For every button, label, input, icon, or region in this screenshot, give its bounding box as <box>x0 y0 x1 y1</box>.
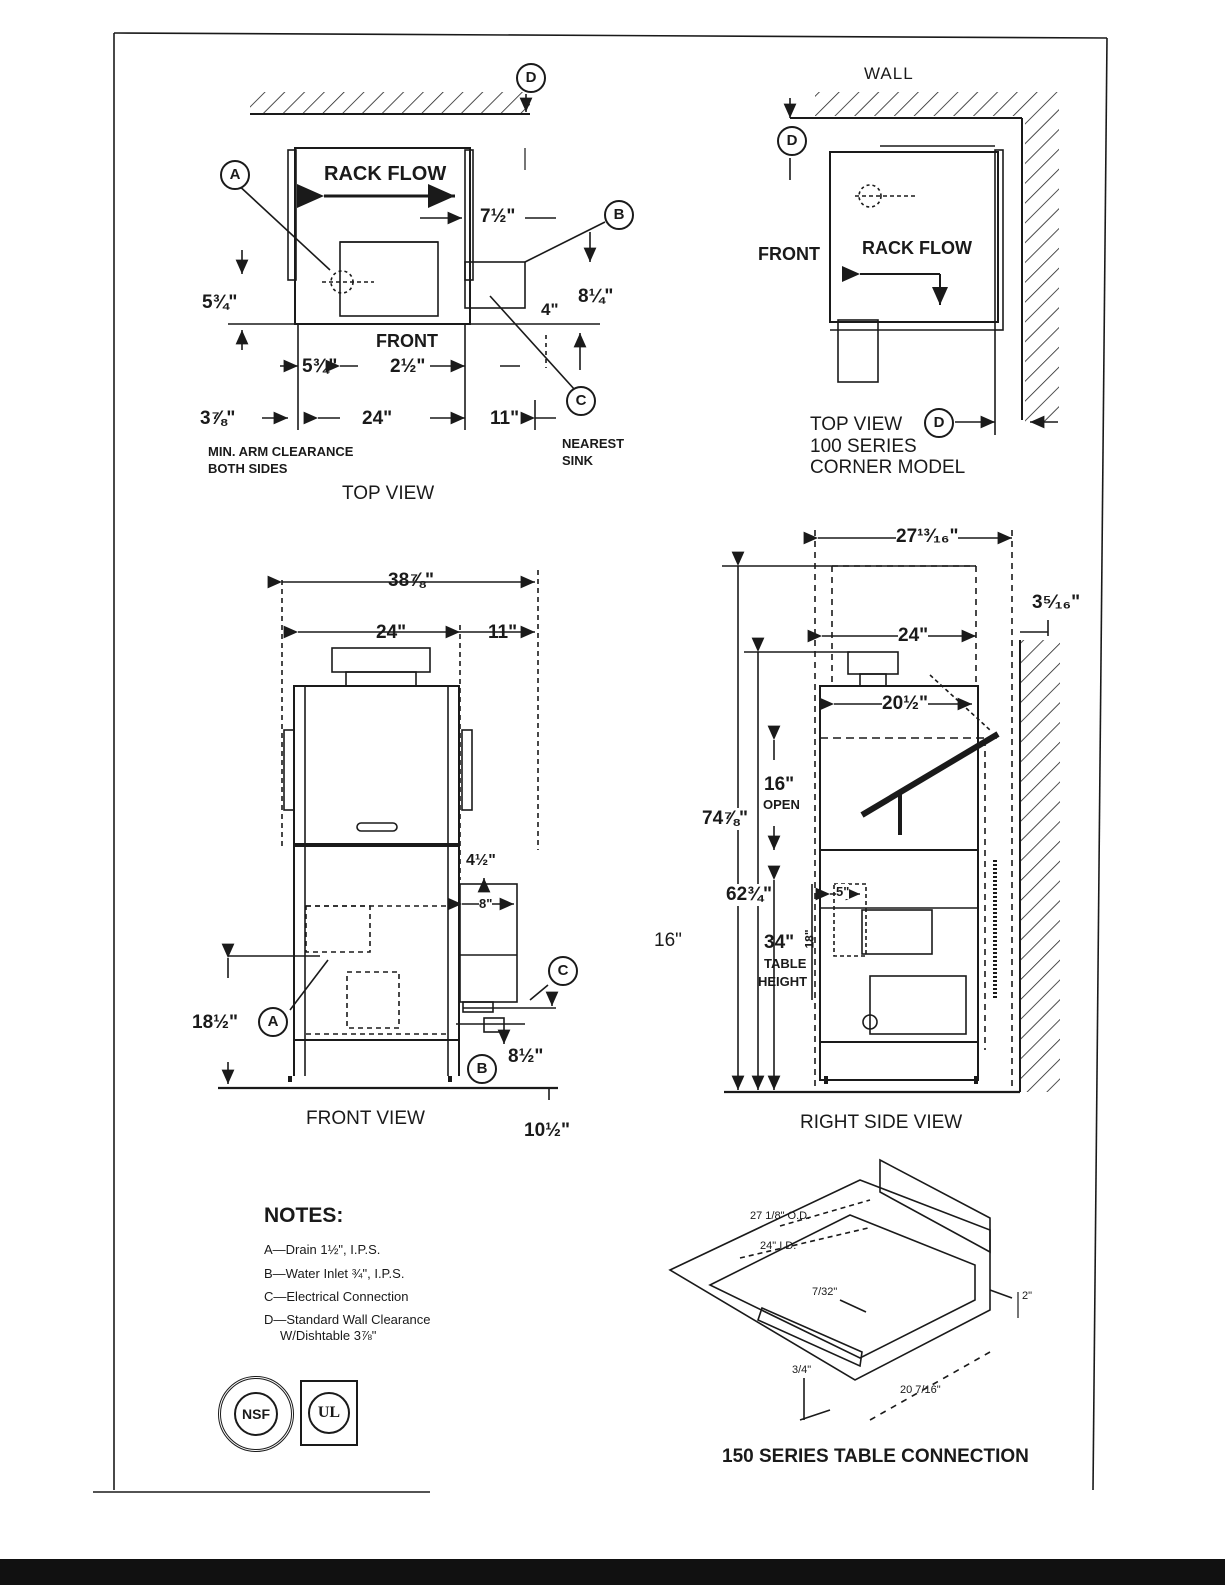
nsf-logo-text: NSF <box>242 1406 270 1422</box>
min-arm-clearance-label: MIN. ARM CLEARANCE <box>208 444 354 459</box>
nearest-label: NEAREST <box>562 436 625 451</box>
front-dim-38-875: 38⅞" <box>388 570 434 591</box>
table-20-7-16-label: 20 7/16" <box>900 1384 941 1396</box>
front-dim-8: 8" <box>479 896 493 911</box>
callout-b-front: B <box>467 1054 497 1084</box>
callout-c-top: C <box>566 386 596 416</box>
top-view-dim-5-75-left: 5¾" <box>202 292 238 313</box>
side-dim-18: 18" <box>802 929 817 949</box>
corner-front-label: FRONT <box>758 244 820 264</box>
side-dim-27-13-16: 27¹³⁄₁₆" <box>896 526 959 548</box>
top-view-title: TOP VIEW <box>342 483 435 504</box>
nsf-logo: NSF <box>218 1376 294 1452</box>
table-od-label: 27 1/8" O.D. <box>750 1210 811 1222</box>
ul-logo: UL <box>300 1380 358 1446</box>
wall-label: WALL <box>864 64 914 83</box>
front-view-title: FRONT VIEW <box>306 1108 425 1129</box>
callout-d-top: D <box>516 63 546 93</box>
front-dim-11: 11" <box>488 622 518 643</box>
note-d-continued: W/Dishtable 3⅞" <box>280 1328 377 1343</box>
top-view-dim-3-875: 3⅞" <box>200 408 236 429</box>
corner-title-line2: 100 SERIES <box>810 436 917 457</box>
front-dim-18-5: 18½" <box>192 1012 238 1033</box>
top-view-dim-11: 11" <box>490 408 520 429</box>
table-id-label: 24" I.D. <box>760 1240 797 1252</box>
side-dim-5: 5" <box>836 884 850 899</box>
corner-title-line1: TOP VIEW <box>810 414 903 435</box>
top-view-dim-4: 4" <box>541 300 559 319</box>
side-dim-62-75: 62¾" <box>726 884 772 906</box>
side-dim-20-5: 20½" <box>882 693 928 715</box>
side-height-label: HEIGHT <box>758 974 808 989</box>
side-table-label: TABLE <box>764 956 807 971</box>
top-view-dim-8-25: 8¼" <box>578 286 614 307</box>
callout-d-corner-top: D <box>777 126 807 156</box>
top-view-dim-5-75-bottom: 5¾" <box>302 356 338 377</box>
sink-label: SINK <box>562 453 594 468</box>
front-dim-10-5: 10½" <box>524 1120 570 1141</box>
top-view-rack-flow-label: RACK FLOW <box>324 163 447 185</box>
nsf-logo-inner: NSF <box>234 1392 278 1436</box>
front-dim-8-5: 8½" <box>508 1046 544 1067</box>
corner-title-line3: CORNER MODEL <box>810 457 966 478</box>
note-b: B—Water Inlet ¾", I.P.S. <box>264 1266 405 1281</box>
side-dim-74-875: 74⅞" <box>702 808 748 830</box>
side-open-label: OPEN <box>763 797 800 812</box>
callout-a-top: A <box>220 160 250 190</box>
stray-16-label: 16" <box>654 930 682 951</box>
table-2-label: 2" <box>1022 1290 1033 1302</box>
top-view-dim-24: 24" <box>362 408 393 429</box>
front-dim-24: 24" <box>376 622 407 643</box>
note-a: A—Drain 1½", I.P.S. <box>264 1242 381 1257</box>
side-dim-24: 24" <box>898 625 929 647</box>
ul-logo-text: UL <box>317 1404 341 1421</box>
callout-a-front: A <box>258 1007 288 1037</box>
front-dim-4-5: 4½" <box>466 852 496 869</box>
callout-c-front: C <box>548 956 578 986</box>
top-view-dim-2-5: 2½" <box>390 356 426 377</box>
note-c: C—Electrical Connection <box>264 1289 409 1304</box>
side-view-title: RIGHT SIDE VIEW <box>800 1112 963 1133</box>
side-dim-16: 16" <box>764 774 795 795</box>
top-view-dim-7-5: 7½" <box>480 206 516 227</box>
callout-b-top: B <box>604 200 634 230</box>
callout-d-corner-bottom: D <box>924 408 954 438</box>
note-d: D—Standard Wall Clearance <box>264 1312 431 1327</box>
side-dim-3-5-16: 3⁵⁄₁₆" <box>1032 592 1081 613</box>
both-sides-label: BOTH SIDES <box>208 461 288 476</box>
ul-logo-circle: UL <box>308 1392 350 1434</box>
side-dim-34: 34" <box>764 932 795 953</box>
scan-bottom-strip <box>0 1559 1225 1585</box>
table-3-4-label: 3/4" <box>792 1364 812 1376</box>
table-7-32-label: 7/32" <box>812 1286 838 1298</box>
top-view-front-label: FRONT <box>376 331 438 351</box>
table-connection-title: 150 SERIES TABLE CONNECTION <box>722 1446 1029 1467</box>
notes-heading: NOTES: <box>264 1204 344 1227</box>
corner-rack-flow-label: RACK FLOW <box>862 238 972 258</box>
